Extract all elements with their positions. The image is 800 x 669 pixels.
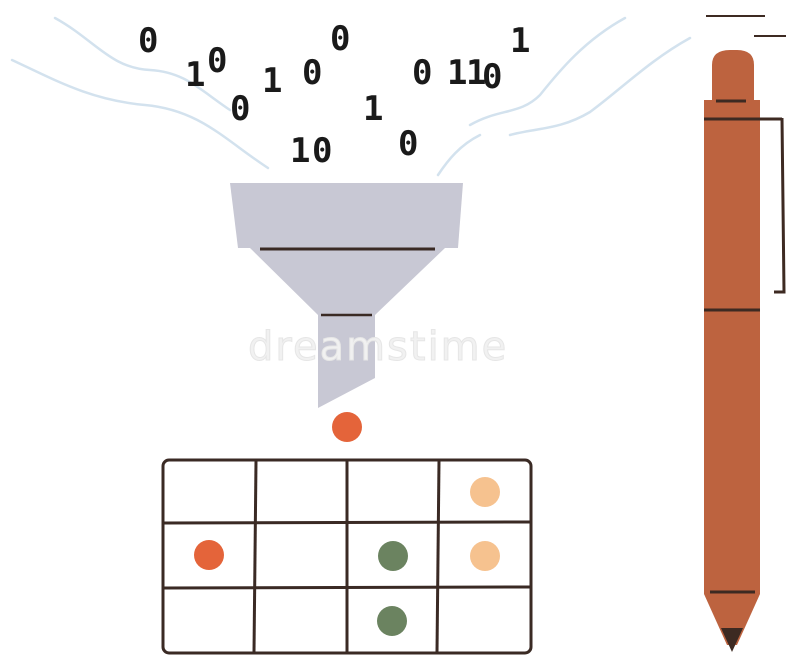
binary-digit: 0 bbox=[138, 21, 158, 61]
funnel-icon bbox=[230, 183, 463, 408]
pen-cap-top bbox=[712, 50, 754, 100]
pen-icon bbox=[704, 15, 786, 652]
binary-digit: 0 bbox=[230, 89, 250, 129]
binary-digit: 0 bbox=[398, 124, 418, 164]
grid-dot-green bbox=[377, 606, 407, 636]
binary-digit: 1 bbox=[447, 53, 467, 93]
binary-digit: 1 bbox=[466, 53, 486, 93]
grid-dot-peach bbox=[470, 541, 500, 571]
grid-column-divider bbox=[252, 460, 258, 653]
binary-digit: 1 bbox=[262, 61, 282, 101]
binary-digit: 1 bbox=[185, 55, 205, 95]
funnel-rim bbox=[230, 183, 463, 248]
stream-line-right-lower bbox=[508, 36, 692, 137]
grid-row-divider bbox=[163, 585, 531, 590]
pen-clip bbox=[774, 117, 786, 294]
binary-digit: 1 bbox=[363, 89, 383, 129]
binary-digit: 1 bbox=[290, 131, 310, 171]
watermark: dreamstime bbox=[248, 324, 508, 370]
falling-data-dot bbox=[332, 412, 362, 442]
binary-digit: 0 bbox=[330, 19, 350, 59]
stream-line-right-short bbox=[436, 133, 482, 177]
binary-digit: 0 bbox=[302, 53, 322, 93]
data-stream-lines bbox=[10, 16, 692, 177]
pen-body bbox=[704, 100, 760, 594]
grid-dot-peach bbox=[470, 477, 500, 507]
pen-tip bbox=[721, 628, 743, 652]
binary-digit: 1 bbox=[510, 21, 530, 61]
grid-row-divider bbox=[163, 520, 531, 525]
pen-nib bbox=[704, 594, 760, 645]
grid-dot-green bbox=[378, 541, 408, 571]
grid-column-divider bbox=[435, 460, 441, 653]
binary-digit: 0 bbox=[482, 57, 502, 97]
data-grid bbox=[161, 458, 533, 655]
funnel-cone bbox=[250, 248, 445, 408]
binary-digit: 0 bbox=[312, 131, 332, 171]
binary-digits: 0 1 0 1 0 0 0 1 0 1 0 1 1 0 1 0 bbox=[138, 19, 530, 171]
binary-digit: 0 bbox=[207, 41, 227, 81]
binary-digit: 0 bbox=[412, 53, 432, 93]
stream-line-left-lower bbox=[10, 58, 270, 170]
grid-dot-orange bbox=[194, 540, 224, 570]
stream-line-right-upper bbox=[468, 16, 627, 127]
stream-line-left-upper bbox=[53, 16, 232, 112]
